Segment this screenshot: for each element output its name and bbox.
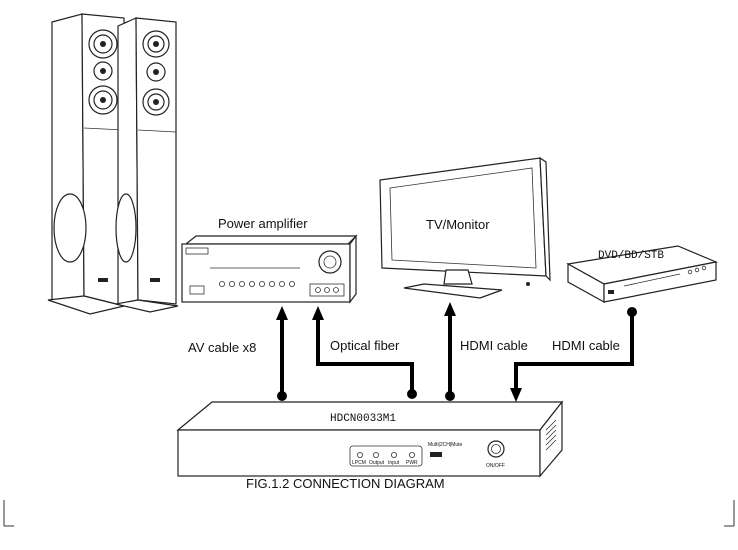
hdmi-cable-tv-label: HDMI cable bbox=[460, 338, 528, 353]
hdmi-cable-tv bbox=[444, 302, 456, 401]
optical-cable bbox=[312, 306, 417, 399]
crop-marks bbox=[3, 500, 735, 527]
hdmi-cable-player-label: HDMI cable bbox=[552, 338, 620, 353]
mode-switch bbox=[430, 452, 442, 457]
power-button bbox=[487, 440, 505, 458]
player-label: DVD/BD/STB bbox=[598, 250, 664, 262]
right-speaker bbox=[115, 17, 179, 313]
converter-leds bbox=[356, 451, 415, 458]
vent-grille bbox=[545, 419, 557, 451]
left-speaker bbox=[47, 13, 125, 315]
tv-monitor bbox=[379, 156, 551, 299]
led-label-pwr: PWR bbox=[406, 460, 418, 466]
converter-box: LPCM Output Input PWR Multi|2CH|Mute ON/… bbox=[176, 400, 564, 478]
amplifier-buttons bbox=[218, 280, 295, 287]
mode-switch-label: Multi|2CH|Mute bbox=[428, 442, 462, 448]
led-label-output: Output bbox=[369, 460, 385, 466]
dvd-player bbox=[566, 245, 719, 304]
av-cable-label: AV cable x8 bbox=[188, 340, 256, 355]
av-cable bbox=[276, 306, 288, 401]
converter-label: HDCN0033M1 bbox=[330, 413, 396, 425]
led-label-lpcm: LPCM bbox=[352, 460, 366, 466]
optical-cable-label: Optical fiber bbox=[330, 338, 400, 353]
led-label-input: Input bbox=[388, 460, 400, 466]
power-button-label: ON/OFF bbox=[486, 463, 505, 469]
amplifier-label: Power amplifier bbox=[218, 216, 308, 231]
power-amplifier bbox=[181, 234, 358, 304]
tv-label: TV/Monitor bbox=[426, 217, 490, 232]
figure-caption: FIG.1.2 CONNECTION DIAGRAM bbox=[246, 476, 445, 491]
hdmi-cable-player bbox=[510, 307, 637, 402]
